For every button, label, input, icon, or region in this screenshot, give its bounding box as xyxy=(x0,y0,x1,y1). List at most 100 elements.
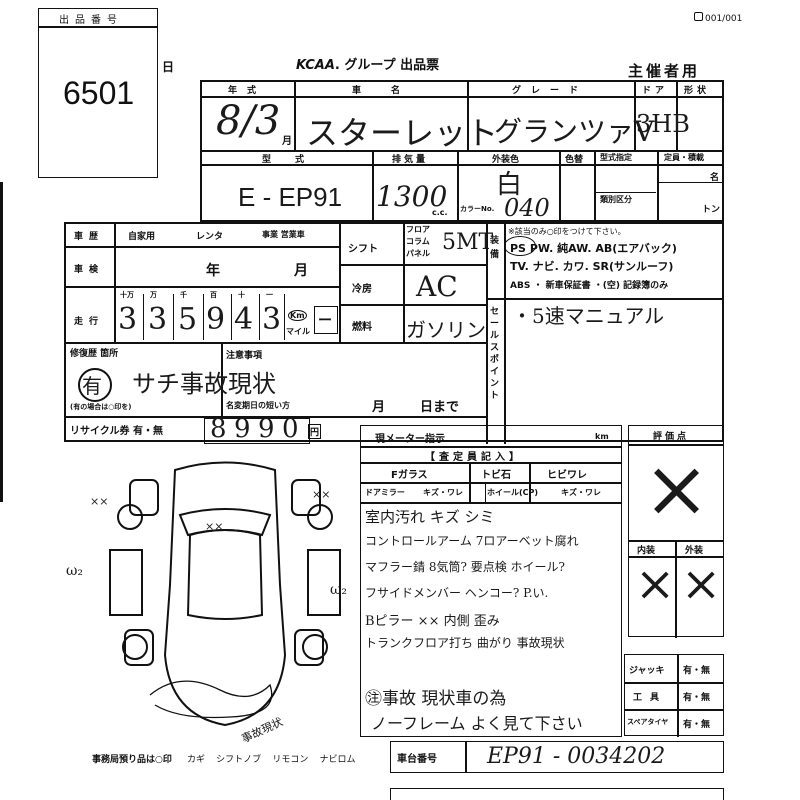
inspector-line-4: フサイドメンバー ヘンコー? P.い. xyxy=(365,586,549,600)
mark-xx-roof: ×× xyxy=(205,520,224,533)
inspection-month-unit: 月 xyxy=(294,263,308,279)
chassis-box: 車台番号 EP91 - 0034202 xyxy=(390,741,724,773)
car-roof xyxy=(186,529,264,620)
tool-jack-value: 有・無 xyxy=(683,666,711,676)
repair-label: 修復歴 箇所 xyxy=(70,349,119,359)
shift-option-column: コラム xyxy=(406,237,430,246)
unit-persons: 名 xyxy=(710,173,720,183)
sales-point-text: ・5速マニュアル xyxy=(512,304,665,328)
notes-month: 月 xyxy=(372,400,386,415)
evaluation-value: × xyxy=(643,442,711,535)
title-text: . グループ 出品票 xyxy=(334,58,440,73)
mileage-digit-3: 9 xyxy=(206,302,226,337)
recycle-digit-0: 8 xyxy=(210,414,227,444)
inspector-item-mirror: ドアミラー xyxy=(365,488,405,497)
sales-point-label: セールスポイント xyxy=(490,307,500,401)
title: KCAA. グループ 出品票 xyxy=(296,54,439,73)
title-logo: KCAA xyxy=(296,58,335,73)
wheel-rear-left xyxy=(124,629,154,666)
aircon-label: 冷房 xyxy=(352,284,372,295)
header-exterior-color: 外装色 xyxy=(492,155,520,165)
equipment-circle xyxy=(504,236,536,256)
mark-xx-right: ×× xyxy=(312,488,331,501)
recycle-box xyxy=(204,418,310,444)
footer-item-remote: リモコン xyxy=(272,755,309,765)
inspection-label: 車検 xyxy=(74,265,105,275)
meter-label: 現メーター指示 xyxy=(375,434,445,445)
bottom-box xyxy=(390,788,724,800)
aircon-value: AC xyxy=(416,270,458,303)
value-exterior-color: 白 xyxy=(496,170,523,200)
tool-jack-label: ジャッキ xyxy=(629,666,665,676)
shift-option-panel: パネル xyxy=(406,249,430,258)
recycle-digit-3: 0 xyxy=(282,414,299,444)
inspector-line-8: ノーフレーム よく見て下さい xyxy=(371,714,583,733)
tire-rear-right xyxy=(302,634,328,660)
mileage-digit-1: 3 xyxy=(148,302,168,337)
digit-header-5: 一 xyxy=(266,291,273,299)
shift-option-floor: フロア xyxy=(406,225,430,234)
exterior-value: × xyxy=(681,556,722,612)
inspector-line-2: コントロールアーム 7ロアーベット腐れ xyxy=(365,534,579,548)
unit-km: Km xyxy=(288,310,307,321)
history-option-business: 事業 営業車 xyxy=(262,230,305,239)
inspector-line-7: ㊟事故 現状車の為 xyxy=(365,689,507,709)
tire-front-right xyxy=(307,504,333,530)
lot-header: 出品番号 xyxy=(59,15,123,26)
inspector-line-5: Bピラー ×× 内側 歪み xyxy=(365,614,500,629)
header-displacement: 排気量 xyxy=(392,155,429,165)
evaluation-label: 評価点 xyxy=(653,432,690,442)
history-label: 車歴 xyxy=(74,232,105,242)
value-cc-unit: c.c. xyxy=(432,208,448,217)
mileage-digit-2: 5 xyxy=(178,302,198,337)
inspector-item-mirror-damage: キズ・ワレ xyxy=(423,488,463,497)
car-body-outline xyxy=(163,461,287,727)
value-month-unit: 月 xyxy=(282,136,292,147)
digit-header-1: 万 xyxy=(150,291,157,299)
unit-mile: マイル xyxy=(286,327,310,336)
footer: 事務局預り品は○印 カギ シフトノブ リモコン ナビロム xyxy=(92,752,355,765)
value-color-number: 040 xyxy=(504,194,550,222)
history-option-rental: レンタ xyxy=(196,232,224,242)
door-left xyxy=(109,549,143,616)
mark-xx-left: ×× xyxy=(90,495,109,508)
inspector-item-fglass: Fガラス xyxy=(391,470,428,481)
mileage-digit-4: 4 xyxy=(234,302,254,337)
mileage-digit-5: 3 xyxy=(262,302,282,337)
value-year: 8/3 xyxy=(216,98,281,144)
mileage-digit-0: 3 xyxy=(118,302,138,337)
notes-sub: 名変期日の短い方 xyxy=(226,401,290,410)
header-shape: 形状 xyxy=(684,86,711,96)
tool-tools-label: 工具 xyxy=(633,693,668,703)
value-displacement: 1300 xyxy=(376,180,448,213)
equipment-line3: ABS ・ 新車保証書 ・(空) 記録簿のみ xyxy=(510,281,669,291)
digit-header-0: 十万 xyxy=(120,291,134,299)
header-year: 年式 xyxy=(228,86,267,96)
rear-bumper-damage xyxy=(149,680,273,719)
footer-item-shiftknob: シフトノブ xyxy=(216,755,262,765)
color-number-label: カラーNo. xyxy=(460,205,495,213)
inspector-line-3: マフラー錆 8気筒? 要点検 ホイール? xyxy=(365,560,565,574)
page-counter-text: 001/001 xyxy=(705,14,743,24)
repair-text: サチ事故現状 xyxy=(132,370,276,398)
header-color-code: 色替 xyxy=(565,155,584,165)
header-name: 車名 xyxy=(352,86,431,96)
value-name: スターレット xyxy=(306,114,499,152)
car-windshield xyxy=(178,508,272,537)
lot-number: 6501 xyxy=(63,75,135,111)
value-doors: 3HB xyxy=(636,110,690,138)
header-capacity: 定員・積載 xyxy=(664,153,704,162)
chassis-value: EP91 - 0034202 xyxy=(487,744,666,769)
repair-sub: (有の場合は○印を) xyxy=(70,403,132,411)
footer-text: 事務局預り品は○印 xyxy=(92,755,172,765)
footer-item-navirom: ナビロム xyxy=(319,755,356,765)
recycle-digit-2: 9 xyxy=(258,414,275,444)
header-grade: グレード xyxy=(512,86,589,96)
footer-item-key: カギ xyxy=(187,755,206,765)
fuel-value: ガソリン xyxy=(406,318,486,342)
left-margin-line xyxy=(0,182,3,502)
inspector-header: 【査定員記入】 xyxy=(425,452,523,463)
lot-box: 出品番号 6501 xyxy=(38,8,158,178)
header-doors: ドア xyxy=(642,86,669,96)
tool-tools-value: 有・無 xyxy=(683,693,711,703)
